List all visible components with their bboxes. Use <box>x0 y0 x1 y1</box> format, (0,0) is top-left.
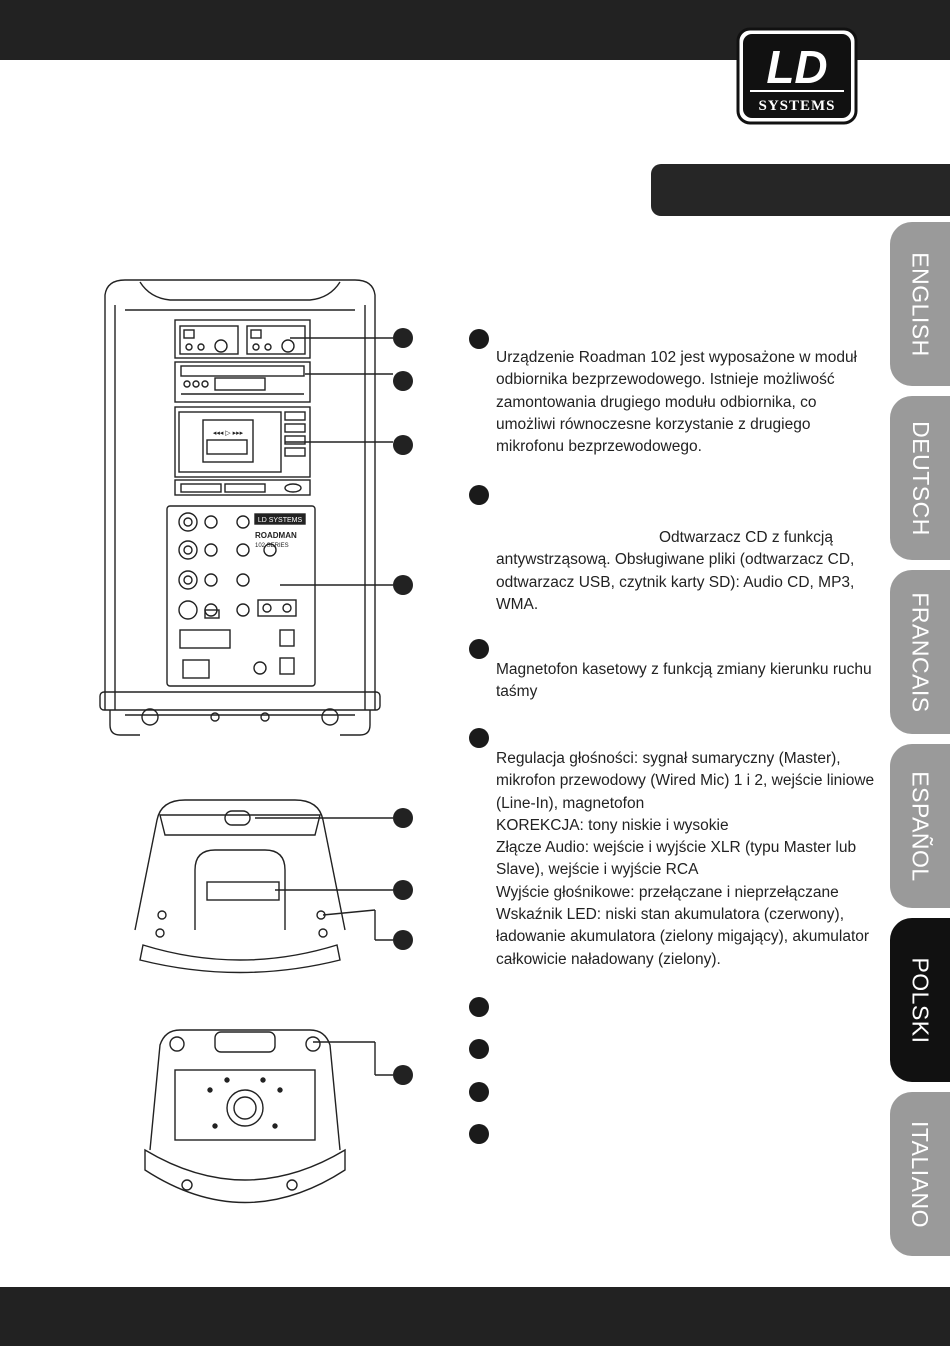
bullet-6 <box>469 1039 489 1059</box>
desc-mixer-audio: Złącze Audio: wejście i wyjście XLR (typ… <box>496 839 857 879</box>
desc-mixer-eq: KOREKCJA: tony niskie i wysokie <box>496 816 729 834</box>
tab-polski[interactable]: POLSKI <box>890 918 950 1082</box>
top-view-illustration <box>134 799 346 974</box>
bullet-2 <box>469 485 489 505</box>
tab-espanol-label: ESPAÑOL <box>907 770 934 882</box>
section-header-bar <box>651 164 950 216</box>
bottom-bar <box>0 1287 950 1346</box>
ld-systems-logo: LD SYSTEMS <box>736 27 858 125</box>
tab-deutsch[interactable]: DEUTSCH <box>890 396 950 560</box>
desc-mixer-volume: Regulacja głośności: sygnał sumaryczny (… <box>496 750 875 812</box>
svg-text:◂◂◂ ▷ ▸▸▸: ◂◂◂ ▷ ▸▸▸ <box>213 430 244 437</box>
desc-tape-text: Magnetofon kasetowy z funkcją zmiany kie… <box>496 661 872 701</box>
desc-cd-line2: antywstrząsową. Obsługiwane pliki (odtwa… <box>496 551 855 613</box>
desc-wireless: Urządzenie Roadman 102 jest wyposażone w… <box>496 347 876 458</box>
desc-cd: Odtwarzacz CD z funkcją antywstrząsową. … <box>496 527 876 616</box>
logo-brand: LD <box>766 41 827 93</box>
desc-tape: Magnetofon kasetowy z funkcją zmiany kie… <box>496 659 876 704</box>
bottom-view-illustration <box>144 1029 346 1204</box>
bullet-7 <box>469 1082 489 1102</box>
tab-espanol[interactable]: ESPAÑOL <box>890 744 950 908</box>
panel-brand: LD SYSTEMS <box>258 517 303 524</box>
tab-english-label: ENGLISH <box>907 251 934 357</box>
panel-product: ROADMAN <box>255 531 297 540</box>
bullet-8 <box>469 1124 489 1144</box>
panel-series: 102 SERIES <box>255 543 289 549</box>
tab-deutsch-label: DEUTSCH <box>907 420 934 536</box>
tab-italiano-label: ITALIANO <box>907 1120 934 1228</box>
desc-mixer-led: Wskaźnik LED: niski stan akumulatora (cz… <box>496 906 870 968</box>
bullet-5 <box>469 997 489 1017</box>
bullet-1 <box>469 329 489 349</box>
tab-francais[interactable]: FRANCAIS <box>890 570 950 734</box>
desc-wireless-text: Urządzenie Roadman 102 jest wyposażone w… <box>496 349 858 456</box>
tab-polski-label: POLSKI <box>907 956 934 1044</box>
tab-italiano[interactable]: ITALIANO <box>890 1092 950 1256</box>
product-illustration: ◂◂◂ ▷ ▸▸▸ LD SYSTEMS ROADMAN 102 SERIES <box>99 279 413 1204</box>
tab-english[interactable]: ENGLISH <box>890 222 950 386</box>
desc-mixer: Regulacja głośności: sygnał sumaryczny (… <box>496 748 876 971</box>
logo-sub: SYSTEMS <box>758 98 835 114</box>
desc-cd-line1: Odtwarzacz CD z funkcją <box>659 529 833 546</box>
desc-mixer-speaker: Wyjście głośnikowe: przełączane i nieprz… <box>496 883 839 901</box>
tab-francais-label: FRANCAIS <box>907 591 934 713</box>
front-view-illustration: ◂◂◂ ▷ ▸▸▸ LD SYSTEMS ROADMAN 102 SERIES <box>99 279 381 736</box>
bullet-3 <box>469 639 489 659</box>
bullet-4 <box>469 728 489 748</box>
